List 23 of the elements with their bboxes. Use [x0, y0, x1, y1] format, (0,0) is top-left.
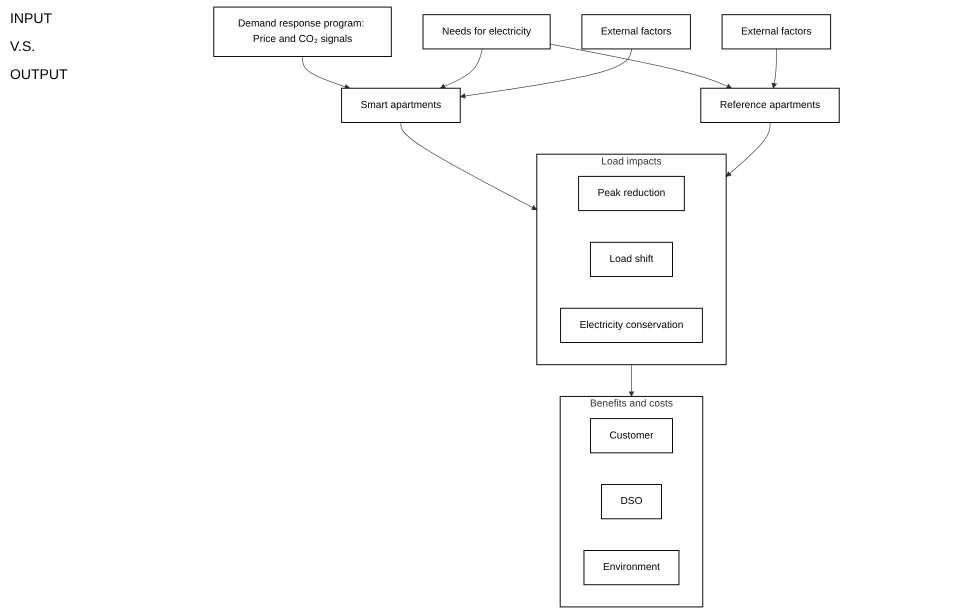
node-box: Needs for electricity — [422, 14, 551, 50]
arrow — [550, 44, 732, 89]
node-box: Demand response program: Price and CO₂ signals — [213, 6, 392, 57]
node-box: External factors — [581, 14, 691, 50]
arrow — [628, 364, 634, 397]
side-label: INPUT — [10, 10, 53, 26]
side-label: V.S. — [10, 38, 36, 54]
arrow — [400, 122, 538, 210]
node-box: Reference apartments — [700, 88, 840, 123]
node-box: DSO — [600, 484, 662, 520]
node-box: Peak reduction — [578, 176, 685, 212]
arrow — [460, 48, 632, 99]
arrow — [302, 56, 350, 90]
node-box: Electricity conservation — [560, 308, 703, 343]
side-label: OUTPUT — [10, 66, 69, 82]
node-box: Smart apartments — [341, 88, 461, 123]
arrow — [772, 48, 777, 88]
node-box: Customer — [590, 418, 673, 454]
node-box: Load shift — [590, 242, 673, 278]
arrow — [440, 48, 483, 89]
node-box: Environment — [584, 550, 680, 586]
node-box: External factors — [722, 14, 832, 50]
arrow — [726, 122, 770, 177]
